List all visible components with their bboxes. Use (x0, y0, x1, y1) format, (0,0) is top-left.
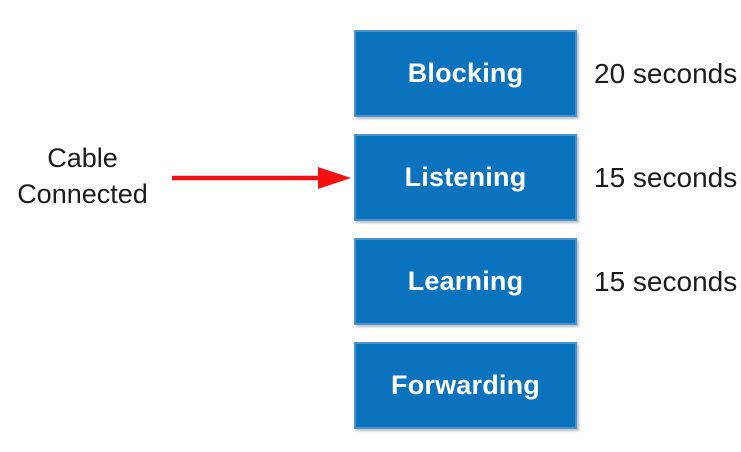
state-label: Listening (404, 162, 527, 192)
annotation-line-2: Connected (17, 179, 148, 209)
state-box-blocking: Blocking (354, 30, 577, 117)
annotation-line-1: Cable (47, 143, 118, 173)
state-label: Forwarding (391, 370, 540, 400)
state-box-forwarding: Forwarding (354, 342, 577, 429)
state-duration: 15 seconds (594, 161, 738, 193)
state-row-forwarding: Forwarding (354, 342, 737, 429)
state-row-listening: Listening 15 seconds (354, 134, 737, 221)
state-label: Learning (407, 266, 524, 296)
state-row-blocking: Blocking 20 seconds (354, 30, 737, 117)
state-box-learning: Learning (354, 238, 577, 325)
cable-connected-annotation: Cable Connected (5, 140, 160, 212)
right-arrow-icon (172, 167, 351, 189)
state-duration: 20 seconds (594, 57, 738, 89)
state-label: Blocking (407, 58, 524, 88)
state-row-learning: Learning 15 seconds (354, 238, 737, 325)
states-column: Blocking 20 seconds Listening 15 seconds… (354, 30, 737, 446)
state-duration: 15 seconds (594, 265, 738, 297)
state-box-listening: Listening (354, 134, 577, 221)
